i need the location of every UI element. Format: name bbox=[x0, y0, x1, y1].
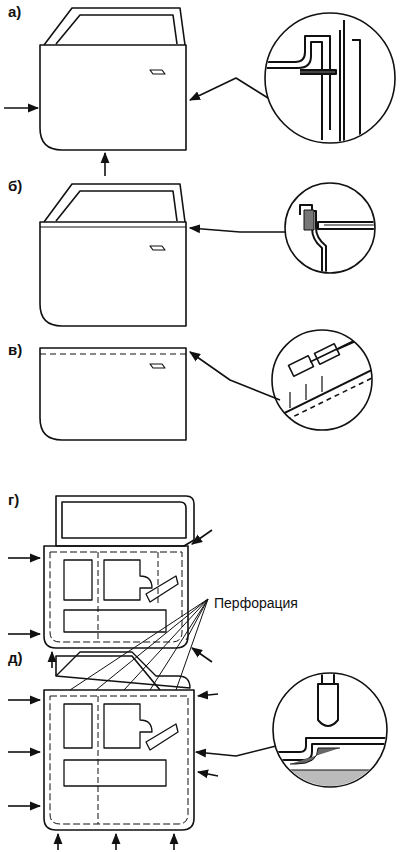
figure-letter: в) bbox=[8, 342, 22, 359]
note-label: Перфорация bbox=[212, 596, 300, 611]
figure-letter: а) bbox=[8, 4, 21, 21]
door-d-frame bbox=[8, 496, 212, 668]
door-b bbox=[40, 183, 378, 326]
figure-letter: г) bbox=[8, 492, 19, 509]
door-a bbox=[4, 8, 395, 176]
door-c bbox=[40, 330, 372, 440]
figure-letter: б) bbox=[8, 178, 22, 195]
door-e bbox=[8, 652, 392, 850]
perforation-leaders bbox=[70, 599, 208, 690]
figure-letter: д) bbox=[8, 650, 23, 667]
